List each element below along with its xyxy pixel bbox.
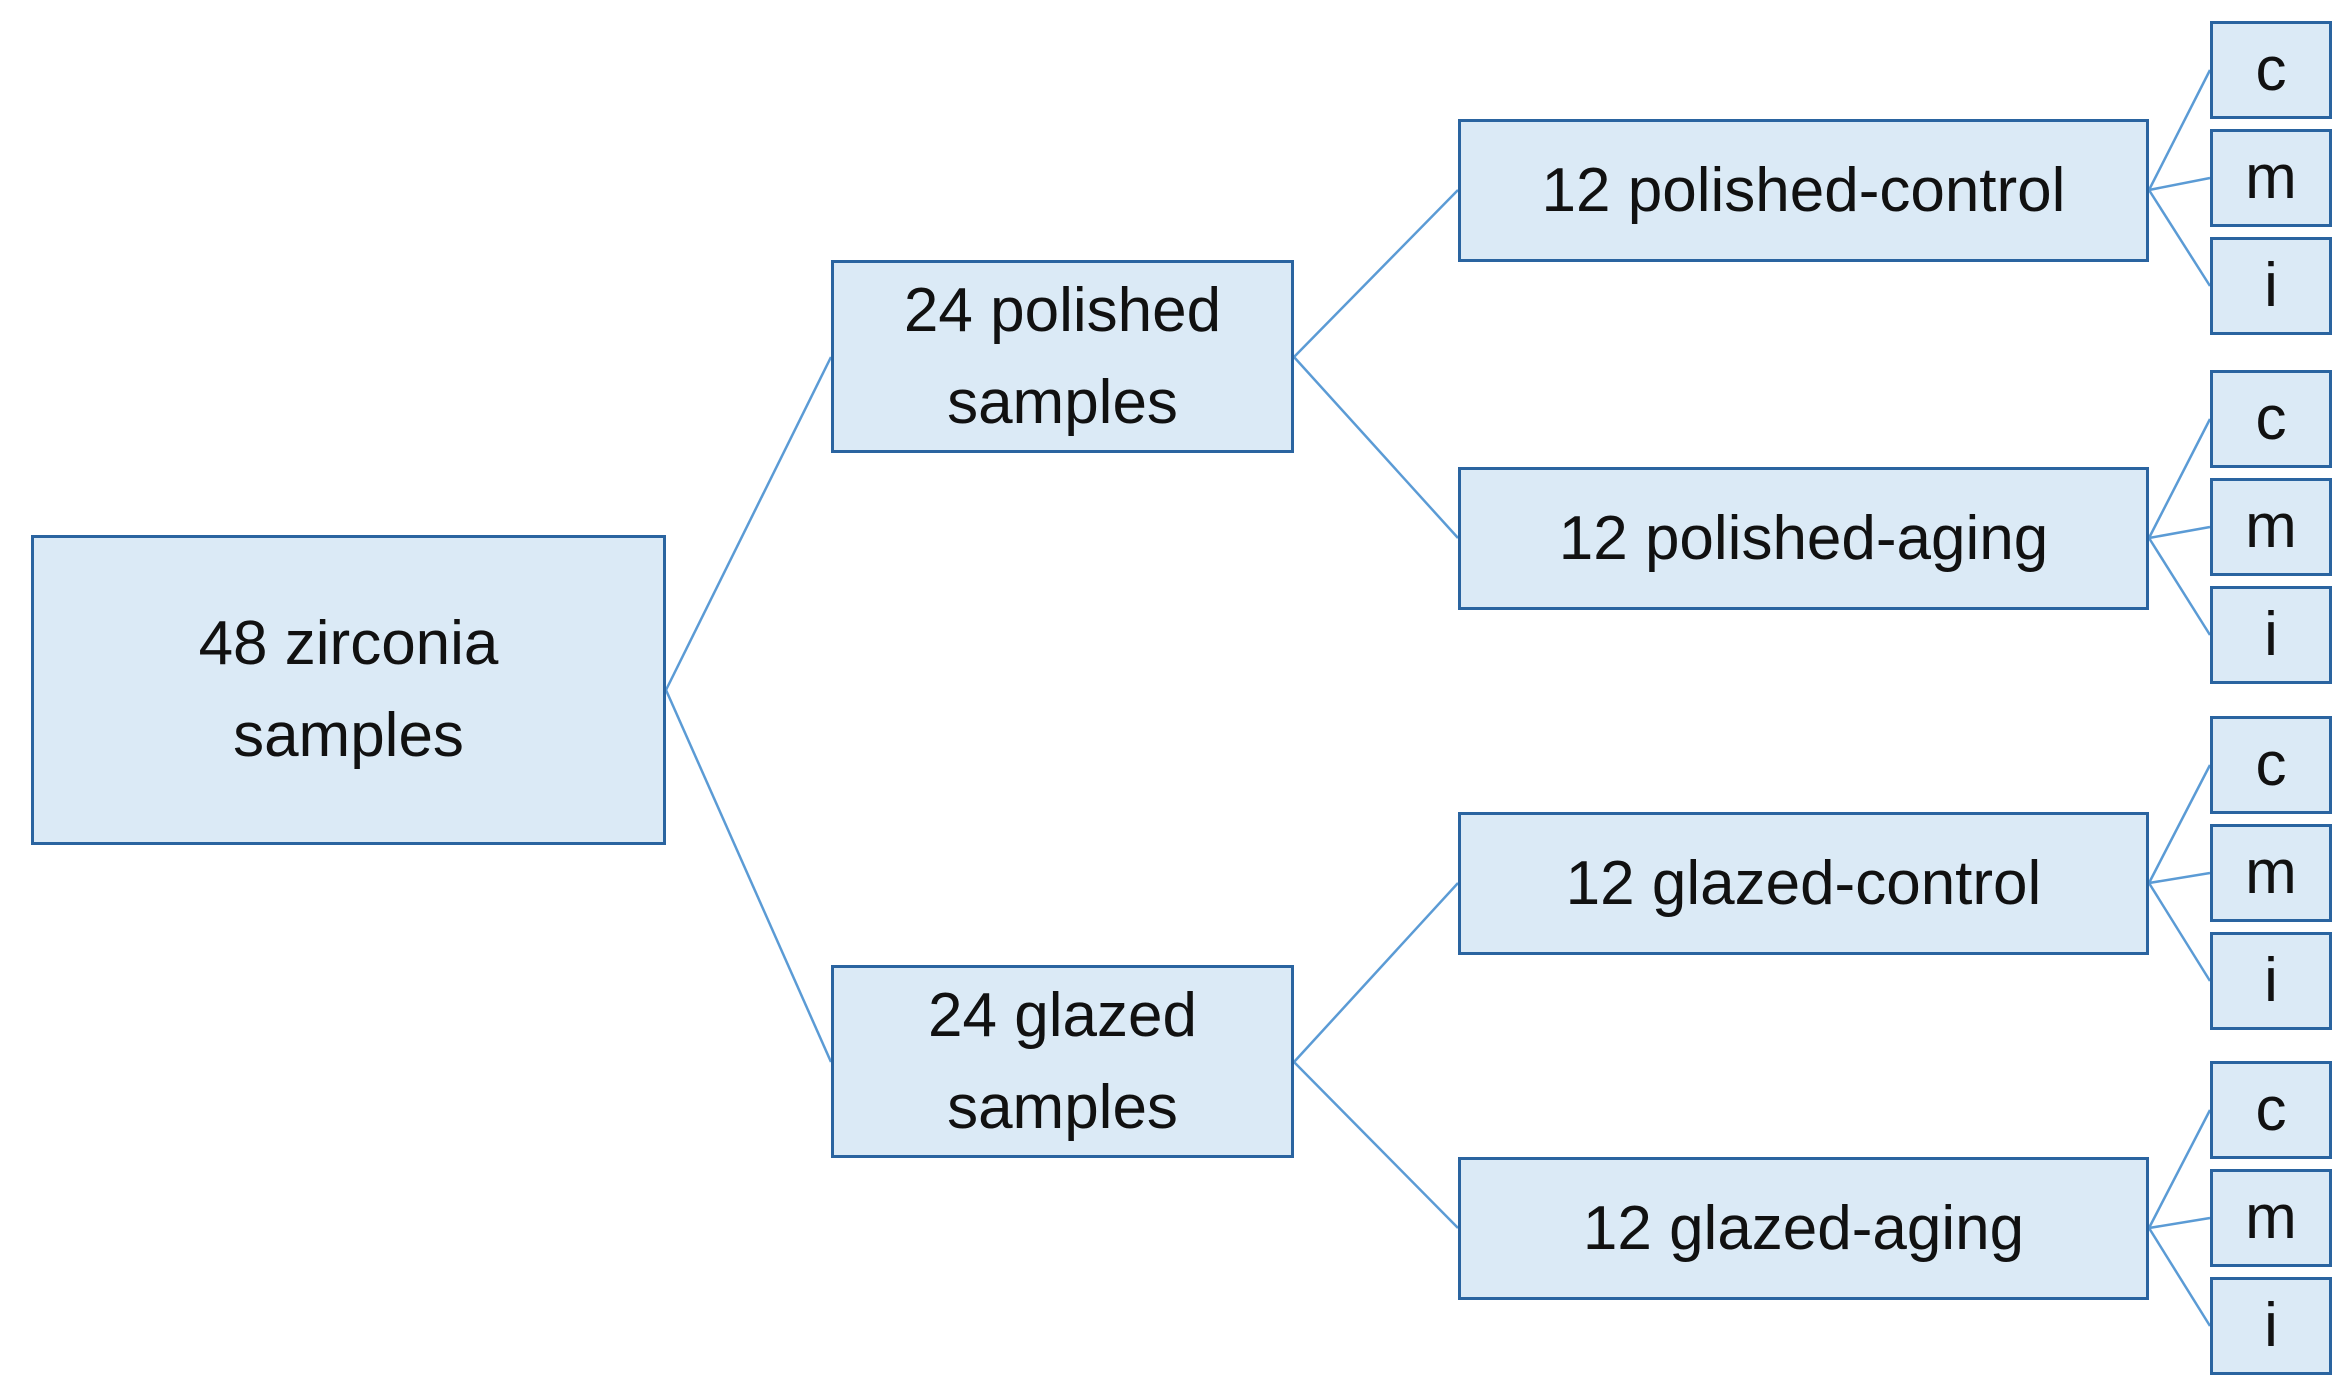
leaf-label: i: [2264, 1291, 2278, 1360]
leaf-node: c: [2210, 21, 2332, 119]
leaf-node: i: [2210, 932, 2332, 1030]
group-node-polished: 24 polished samples: [831, 260, 1294, 453]
group-label-glazed: 24 glazed samples: [928, 980, 1197, 1142]
subgroup-node-polished-control: 12 polished-control: [1458, 119, 2149, 262]
connector-polished-aging: [1293, 356, 1459, 539]
leaf-label: m: [2245, 492, 2297, 561]
connector-leaf-3-2: [2147, 1227, 2212, 1327]
leaf-node: i: [2210, 586, 2332, 684]
leaf-label: m: [2245, 1183, 2297, 1252]
connector-leaf-3-1: [2148, 1216, 2211, 1230]
connector-root-glazed: [664, 689, 833, 1063]
leaf-node: m: [2210, 1169, 2332, 1267]
subgroup-node-glazed-control: 12 glazed-control: [1458, 812, 2149, 955]
leaf-label: c: [2255, 384, 2287, 453]
connector-leaf-1-2: [2147, 537, 2212, 636]
leaf-label: m: [2245, 838, 2297, 907]
subgroup-label-glazed-control: 12 glazed-control: [1565, 848, 2042, 918]
root-node: 48 zirconia samples: [31, 535, 666, 845]
leaf-node: i: [2210, 237, 2332, 335]
leaf-label: i: [2264, 251, 2278, 320]
subgroup-node-polished-aging: 12 polished-aging: [1458, 467, 2149, 610]
connector-leaf-2-2: [2147, 882, 2212, 982]
leaf-label: c: [2255, 1075, 2287, 1144]
subgroup-label-glazed-aging: 12 glazed-aging: [1582, 1193, 2025, 1263]
connector-glazed-aging: [1293, 1061, 1459, 1229]
connector-leaf-1-1: [2148, 525, 2211, 540]
subgroup-label-polished-control: 12 polished-control: [1541, 155, 2066, 225]
leaf-node: c: [2210, 1061, 2332, 1159]
connector-leaf-0-1: [2148, 176, 2211, 192]
connector-leaf-1-0: [2147, 418, 2212, 539]
leaf-label: i: [2264, 946, 2278, 1015]
connector-root-polished: [664, 356, 833, 691]
leaf-node: i: [2210, 1277, 2332, 1375]
leaf-label: m: [2245, 143, 2297, 212]
group-node-glazed: 24 glazed samples: [831, 965, 1294, 1158]
leaf-label: i: [2264, 600, 2278, 669]
subgroup-label-polished-aging: 12 polished-aging: [1558, 503, 2049, 573]
connector-leaf-2-0: [2147, 764, 2212, 884]
connector-leaf-2-1: [2148, 871, 2211, 885]
group-label-polished: 24 polished samples: [903, 275, 1222, 437]
connector-leaf-0-2: [2147, 189, 2212, 287]
leaf-node: m: [2210, 824, 2332, 922]
leaf-label: c: [2255, 35, 2287, 104]
leaf-node: m: [2210, 129, 2332, 227]
connector-leaf-3-0: [2147, 1109, 2212, 1229]
connector-polished-control: [1293, 189, 1459, 358]
leaf-node: m: [2210, 478, 2332, 576]
subgroup-node-glazed-aging: 12 glazed-aging: [1458, 1157, 2149, 1300]
leaf-node: c: [2210, 370, 2332, 468]
connector-leaf-0-0: [2147, 69, 2212, 191]
root-label: 48 zirconia samples: [198, 609, 499, 770]
connector-glazed-control: [1293, 882, 1459, 1063]
leaf-label: c: [2255, 730, 2287, 799]
leaf-node: c: [2210, 716, 2332, 814]
